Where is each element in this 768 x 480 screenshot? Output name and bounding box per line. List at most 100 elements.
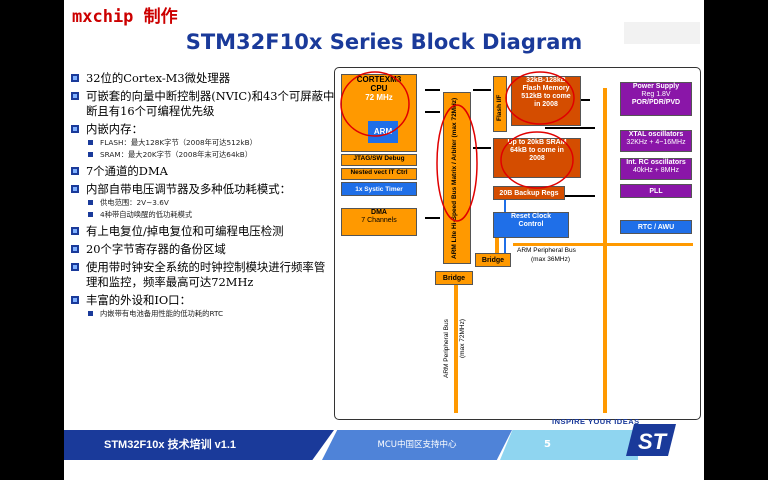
- periph-bus-right: [603, 88, 607, 413]
- bullet-icon: [71, 245, 79, 253]
- dma-channels: 7 Channels: [361, 217, 397, 225]
- bridge-left: Bridge: [435, 271, 473, 285]
- bullet-icon: [71, 125, 79, 133]
- bullet-item: 20个字节寄存器的备份区域: [70, 242, 335, 257]
- rc-freq: 40kHz + 8MHz: [632, 167, 680, 175]
- power-supply-block: Power Supply Reg 1.8V POR/PDR/PVD: [620, 82, 692, 116]
- sub-bullet-icon: [88, 200, 93, 205]
- sram-future: 64kB to come in: [510, 147, 564, 155]
- slide: mxchip 制作 STM32F10x Series Block Diagram…: [64, 0, 704, 480]
- pll-block: PLL: [620, 184, 692, 198]
- bullet-icon: [71, 92, 79, 100]
- bus-matrix-block: ARM Lite Hi-Speed Bus Matrix / Arbiter (…: [443, 92, 471, 264]
- slide-title: STM32F10x Series Block Diagram: [185, 30, 583, 54]
- bullet-item: 可嵌套的向量中断控制器(NVIC)和43个可屏蔽中断且有16个可编程优先级: [70, 89, 335, 119]
- annotation-circles: [340, 71, 575, 222]
- bullet-item: 丰富的外设和IO口：: [70, 293, 335, 308]
- annotation-circle-sram: [500, 131, 574, 189]
- bullet-item: 使用带时钟安全系统的时钟控制模块进行频率管理和监控，频率最高可达72MHz: [70, 260, 335, 290]
- flash-size: 32kB-128kB: [526, 77, 566, 84]
- bullet-item: 7个通道的DMA: [70, 164, 335, 179]
- jtag-block: JTAG/SW Debug: [341, 154, 417, 166]
- xtal-block: XTAL oscillators 32KHz + 4~16MHz: [620, 130, 692, 152]
- bullet-item: 内嵌内存：: [70, 122, 335, 137]
- annotation-circle-cpu: [340, 71, 410, 137]
- flash-future: 512kB to come: [521, 93, 571, 101]
- bullet-list: 32位的Cortex-M3微处理器 可嵌套的向量中断控制器(NVIC)和43个可…: [70, 68, 335, 320]
- periph-bus-h-label: ARM Peripheral Bus: [517, 247, 576, 254]
- reset-clock-label: Reset Clock: [510, 213, 552, 220]
- reset-clock-sub: Control: [518, 221, 544, 229]
- bullet-text: 20个字节寄存器的备份区域: [86, 242, 226, 256]
- sub-bullet-text: 4种带自动唤醒的低功耗模式: [100, 210, 193, 219]
- bullet-icon: [71, 185, 79, 193]
- sub-bullet-text: SRAM：最大20K字节（2008年末可达64kB）: [100, 150, 253, 159]
- sub-bullet-icon: [88, 140, 93, 145]
- xtal-label: XTAL oscillators: [628, 131, 684, 138]
- sub-bullet-item: 内嵌带有电池备用性能的低功耗的RTC: [70, 308, 335, 320]
- reset-clock-block: Reset Clock Control: [493, 212, 569, 238]
- bullet-text: 丰富的外设和IO口：: [86, 293, 191, 307]
- sub-bullet-icon: [88, 212, 93, 217]
- bullet-text: 可嵌套的向量中断控制器(NVIC)和43个可屏蔽中断且有16个可编程优先级: [86, 89, 335, 118]
- cpu-freq: 72 MHz: [365, 93, 393, 103]
- sub-bullet-text: FLASH：最大128K字节（2008年可达512kB）: [100, 138, 257, 147]
- power-por: POR/PDR/PVD: [631, 99, 681, 107]
- annotation-circle-bus: [436, 104, 478, 222]
- bullet-text: 7个通道的DMA: [86, 164, 168, 178]
- xtal-freq: 32KHz + 4~16MHz: [626, 139, 686, 147]
- corner-decoration: [624, 22, 700, 44]
- rc-label: Int. RC oscillators: [626, 159, 686, 166]
- backup-regs-block: 20B Backup Regs: [493, 186, 565, 200]
- dma-label: DMA: [371, 209, 387, 216]
- sram-size: Up to 20kB SRAM: [507, 139, 567, 146]
- sram-future-year: 2008: [529, 155, 545, 163]
- bridge-link: [495, 228, 499, 258]
- bullet-item: 32位的Cortex-M3微处理器: [70, 71, 335, 86]
- bullet-icon: [71, 263, 79, 271]
- cpu-label: CORTEXM3: [356, 75, 402, 84]
- dma-block: DMA 7 Channels: [341, 208, 417, 236]
- power-label: Power Supply: [632, 83, 680, 90]
- flash-label: Flash Memory: [522, 85, 570, 93]
- bridge-mid: Bridge: [475, 253, 511, 267]
- bullet-item: 内部自带电压调节器及多种低功耗模式：: [70, 182, 335, 197]
- rc-oscillator-block: Int. RC oscillators 40kHz + 8MHz: [620, 158, 692, 180]
- block-diagram: CORTEXM3 CPU 72 MHz ARM JTAG/SW Debug Ne…: [334, 67, 701, 420]
- bullet-item: 有上电复位/掉电复位和可编程电压检测: [70, 224, 335, 239]
- brand-label: mxchip 制作: [72, 7, 178, 27]
- sub-bullet-item: 4种带自动唤醒的低功耗模式: [70, 209, 335, 221]
- svg-text:ST: ST: [638, 429, 668, 454]
- footer-center: MCU中国区支持中心: [322, 430, 512, 460]
- cpu-sub-label: CPU: [370, 84, 388, 94]
- bullet-text: 内嵌内存：: [86, 122, 143, 136]
- systick-block: 1x Systic Timer: [341, 182, 417, 196]
- bullet-text: 有上电复位/掉电复位和可编程电压检测: [86, 224, 284, 238]
- nvic-block: Nested vect IT Ctrl: [341, 168, 417, 180]
- flash-future-year: in 2008: [534, 101, 558, 109]
- bullet-text: 使用带时钟安全系统的时钟控制模块进行频率管理和监控，频率最高可达72MHz: [86, 260, 326, 289]
- bullet-icon: [71, 167, 79, 175]
- periph-bus-h-speed: (max 36MHz): [531, 256, 571, 263]
- bullet-text: 32位的Cortex-M3微处理器: [86, 71, 231, 85]
- footer-course: STM32F10x 技术培训 v1.1: [64, 430, 334, 460]
- tagline: INSPIRE YOUR IDEAS: [552, 417, 640, 426]
- sub-bullet-item: 供电范围：2V~3.6V: [70, 197, 335, 209]
- cpu-block: CORTEXM3 CPU 72 MHz ARM: [341, 74, 417, 152]
- arm-logo: ARM: [368, 121, 398, 143]
- sub-bullet-item: FLASH：最大128K字节（2008年可达512kB）: [70, 137, 335, 149]
- bullet-icon: [71, 227, 79, 235]
- periph-bus-v: [454, 283, 458, 413]
- sub-bullet-icon: [88, 152, 93, 157]
- sub-bullet-text: 供电范围：2V~3.6V: [100, 198, 169, 207]
- annotation-circle-flash: [505, 71, 575, 125]
- page-number: 5: [500, 430, 638, 460]
- bullet-icon: [71, 74, 79, 82]
- sub-bullet-item: SRAM：最大20K字节（2008年末可达64kB）: [70, 149, 335, 161]
- st-logo: ST: [626, 424, 676, 456]
- bullet-text: 内部自带电压调节器及多种低功耗模式：: [86, 182, 292, 196]
- bullet-icon: [71, 296, 79, 304]
- sub-bullet-icon: [88, 311, 93, 316]
- power-reg: Reg 1.8V: [641, 91, 671, 99]
- sub-bullet-text: 内嵌带有电池备用性能的低功耗的RTC: [100, 309, 224, 318]
